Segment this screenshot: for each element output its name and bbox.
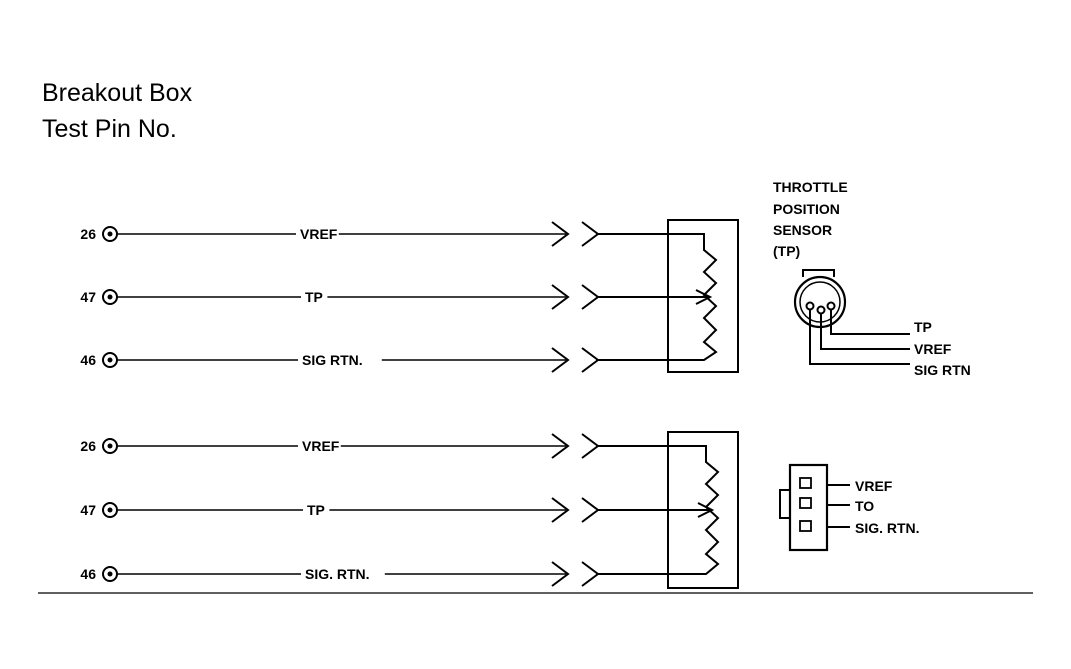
- pin-number: 46: [80, 352, 96, 368]
- wire-label: VREF: [300, 226, 338, 242]
- test-pin-center: [107, 507, 113, 513]
- wire-row: 46 SIG RTN.: [80, 347, 600, 373]
- wire-row: 26 VREF: [80, 221, 600, 247]
- connector-chevron-male: [551, 433, 570, 459]
- wire-row: 47 TP: [80, 284, 600, 310]
- round-connector-label-tp: TP: [914, 319, 932, 335]
- resistor-zigzag-2: [596, 445, 720, 575]
- connector-chevron-female: [581, 284, 600, 310]
- connector-chevron-male: [551, 347, 570, 373]
- wire-label: TP: [305, 289, 323, 305]
- connector-chevron-female: [581, 497, 600, 523]
- connector-chevron-male: [551, 497, 570, 523]
- flat-pin-vref: [799, 477, 812, 489]
- connector-chevron-male: [551, 284, 570, 310]
- wire-row: 46 SIG. RTN.: [80, 561, 600, 587]
- sensor-title-line-1: THROTTLE: [773, 179, 848, 195]
- resistor-zigzag-1: [596, 233, 718, 361]
- pin-number: 46: [80, 566, 96, 582]
- test-pin-center: [107, 357, 113, 363]
- round-connector-label-sig-rtn: SIG RTN: [914, 362, 971, 378]
- connector-chevron-female: [581, 221, 600, 247]
- round-connector: [793, 269, 910, 365]
- sensor-title-line-3: SENSOR: [773, 222, 832, 238]
- connector-chevron-male: [551, 221, 570, 247]
- wiper-arrow-1: [695, 289, 713, 305]
- wire-label: SIG RTN.: [302, 352, 363, 368]
- sensor-title-line-2: POSITION: [773, 201, 840, 217]
- pin-vref: [816, 305, 826, 315]
- wire-label: TP: [307, 502, 325, 518]
- pin-sig-rtn: [805, 301, 815, 311]
- wire-label: SIG. RTN.: [305, 566, 370, 582]
- connector-chevron-female: [581, 433, 600, 459]
- wire-row: 47 TP: [80, 497, 600, 523]
- test-pin-center: [107, 231, 113, 237]
- pin-number: 26: [80, 226, 96, 242]
- round-connector-label-vref: VREF: [914, 341, 952, 357]
- title-line-2: Test Pin No.: [42, 115, 177, 143]
- flat-connector-label-vref: VREF: [855, 478, 893, 494]
- flat-connector-label-to: TO: [855, 498, 874, 514]
- pin-number: 26: [80, 438, 96, 454]
- sensor-title-line-4: (TP): [773, 243, 800, 259]
- test-pin-center: [107, 443, 113, 449]
- connector-chevron-female: [581, 347, 600, 373]
- flat-connector-label-sig-rtn: SIG. RTN.: [855, 520, 920, 536]
- wire-label: VREF: [302, 438, 340, 454]
- connector-chevron-male: [551, 561, 570, 587]
- flat-pin-sig-rtn: [799, 520, 812, 532]
- pin-tp: [826, 301, 836, 311]
- test-pin-center: [107, 571, 113, 577]
- pin-number: 47: [80, 502, 96, 518]
- pin-number: 47: [80, 289, 96, 305]
- title-line-1: Breakout Box: [42, 79, 193, 107]
- wiper-arrow-2: [697, 502, 715, 518]
- wire-row: 26 VREF: [80, 433, 600, 459]
- test-pin-center: [107, 294, 113, 300]
- flat-pin-to: [799, 497, 812, 509]
- flat-connector: [779, 463, 850, 552]
- connector-chevron-female: [581, 561, 600, 587]
